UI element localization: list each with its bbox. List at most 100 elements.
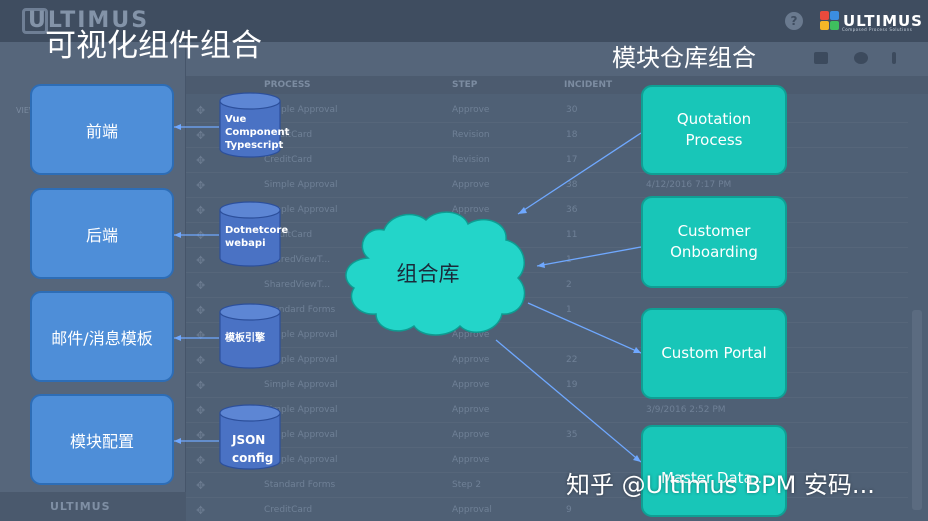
cylinder-template-engine: 模板引擎: [219, 303, 281, 369]
column-header-step[interactable]: STEP: [452, 80, 478, 90]
table-row[interactable]: ✥ CreditCard Revision 18: [186, 123, 908, 148]
more-icon[interactable]: [892, 52, 896, 64]
drag-handle-icon[interactable]: ✥: [196, 104, 206, 117]
box-mail-template: 邮件/消息模板: [30, 291, 174, 382]
cell-incident: 11: [566, 230, 578, 240]
arrowhead-onboarding: [537, 262, 545, 268]
table-row[interactable]: ✥SharedViewT...2: [186, 273, 908, 298]
cell-process: Simple Approval: [264, 430, 338, 440]
cell-step: Approve: [452, 430, 490, 440]
drag-handle-icon[interactable]: ✥: [196, 404, 206, 417]
connector-onboarding: [536, 246, 642, 267]
cell-step: Revision: [452, 130, 490, 140]
drag-handle-icon[interactable]: ✥: [196, 204, 206, 217]
arrowhead-portal: [633, 347, 641, 353]
drag-handle-icon[interactable]: ✥: [196, 254, 206, 267]
cell-date: 4/12/2016 7:17 PM: [646, 180, 732, 190]
box-master-data: Master Data...: [641, 425, 787, 517]
cell-process: Simple Approval: [264, 405, 338, 415]
cell-incident: 1: [566, 305, 572, 315]
brand-logo: ULTIMUS: [820, 10, 923, 32]
drag-handle-icon[interactable]: ✥: [196, 429, 206, 442]
table-row[interactable]: ✥ Simple Approval Approve: [186, 448, 908, 473]
drag-handle-icon[interactable]: ✥: [196, 279, 206, 292]
cell-step: Approve: [452, 105, 490, 115]
cell-process: Simple Approval: [264, 105, 338, 115]
box-frontend: 前端: [30, 84, 174, 175]
brand-cube-icon: [820, 11, 840, 31]
table-row[interactable]: ✥ Simple Approval Approve 30: [186, 98, 908, 123]
drag-handle-icon[interactable]: ✥: [196, 454, 206, 467]
cell-step: Approval: [452, 505, 492, 515]
cell-step: Approve: [452, 405, 490, 415]
box-quotation-process: Quotation Process: [641, 85, 787, 175]
cylinder-label: 模板引擎: [225, 333, 265, 344]
box-custom-portal: Custom Portal: [641, 308, 787, 399]
drag-handle-icon[interactable]: ✥: [196, 304, 206, 317]
arrowhead-backend: [174, 232, 181, 238]
cylinder-label: JSON config: [232, 433, 274, 465]
drag-handle-icon[interactable]: ✥: [196, 329, 206, 342]
table-row[interactable]: ✥ Simple Approval Approve 35: [186, 423, 908, 448]
download-icon[interactable]: [814, 52, 828, 64]
cell-incident: 9: [566, 505, 572, 515]
connector-quotation: [517, 132, 642, 215]
cell-process: Simple Approval: [264, 455, 338, 465]
drag-handle-icon[interactable]: ✥: [196, 354, 206, 367]
database-icon: [219, 201, 281, 267]
box-backend: 后端: [30, 188, 174, 279]
cell-incident: 2: [566, 280, 572, 290]
cell-process: Standard Forms: [264, 305, 336, 315]
drag-handle-icon[interactable]: ✥: [196, 504, 206, 517]
cell-step: Approve: [452, 380, 490, 390]
cell-incident: 35: [566, 430, 578, 440]
brand-tagline: Composed Process Solutions: [842, 27, 913, 32]
drag-handle-icon[interactable]: ✥: [196, 479, 206, 492]
drag-handle-icon[interactable]: ✥: [196, 179, 206, 192]
table-row[interactable]: ✥ Simple Approval Approve 3/9/2016 2:52 PM: [186, 398, 908, 423]
eye-icon[interactable]: [854, 52, 868, 64]
drag-handle-icon[interactable]: ✥: [196, 129, 206, 142]
database-icon: [219, 404, 281, 470]
column-header-incident[interactable]: INCIDENT: [564, 80, 613, 90]
arrowhead-config: [174, 438, 181, 444]
box-customer-onboarding: Customer Onboarding: [641, 196, 787, 288]
table-row[interactable]: ✥ Standard Forms 1: [186, 298, 908, 323]
arrowhead-masterdata: [633, 455, 641, 462]
cell-process: Simple Approval: [264, 380, 338, 390]
cell-process: CreditCard: [264, 130, 313, 140]
cell-incident: 17: [566, 155, 578, 165]
cell-step: Step 2: [452, 480, 482, 490]
brand-name: ULTIMUS: [843, 12, 923, 30]
cylinder-label: Vue Component Typescript: [225, 114, 290, 151]
cell-incident: 30: [566, 105, 578, 115]
arrowhead-quotation: [518, 207, 527, 214]
watermark-text: 知乎 @Ultimus BPM 安码...: [566, 471, 875, 499]
cell-step: Approve: [452, 455, 490, 465]
cell-process: Simple Approval: [264, 180, 338, 190]
drag-handle-icon[interactable]: ✥: [196, 379, 206, 392]
drag-handle-icon[interactable]: ✥: [196, 154, 206, 167]
cylinder-json-config: JSON config: [219, 404, 281, 470]
cell-incident: 22: [566, 355, 578, 365]
table-row[interactable]: ✥ Simple Approval Approve 22: [186, 348, 908, 373]
cell-process: Simple Approval: [264, 355, 338, 365]
cloud-library-shape: [345, 211, 526, 336]
column-header-process[interactable]: PROCESS: [264, 80, 311, 90]
grid-scrollbar[interactable]: [912, 310, 922, 510]
cell-date: 3/9/2016 2:52 PM: [646, 405, 726, 415]
app-top-bar: ULTIMUS ? ULTIMUS Composed Process Solut…: [0, 0, 928, 42]
heading-visual-components: 可视化组件组合: [45, 28, 262, 64]
cell-incident: 18: [566, 130, 578, 140]
help-icon[interactable]: ?: [785, 12, 803, 30]
cell-step: Approve: [452, 355, 490, 365]
